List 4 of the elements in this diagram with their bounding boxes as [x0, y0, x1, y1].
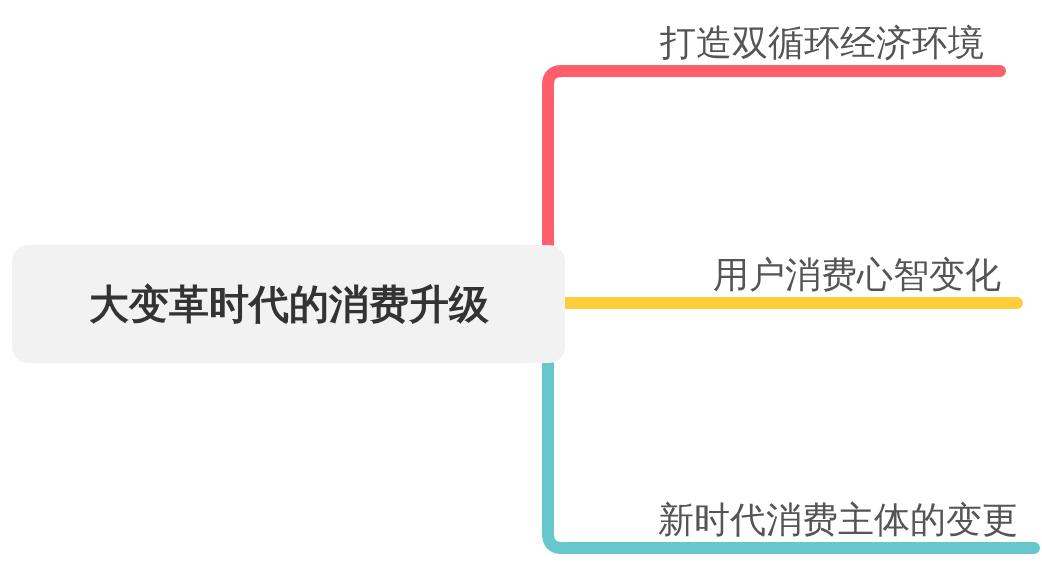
- branch-label: 用户消费心智变化: [713, 255, 1001, 295]
- branch-label: 打造双循环经济环境: [660, 23, 984, 63]
- branch-label: 新时代消费主体的变更: [658, 500, 1018, 540]
- root-box: 大变革时代的消费升级: [12, 245, 565, 363]
